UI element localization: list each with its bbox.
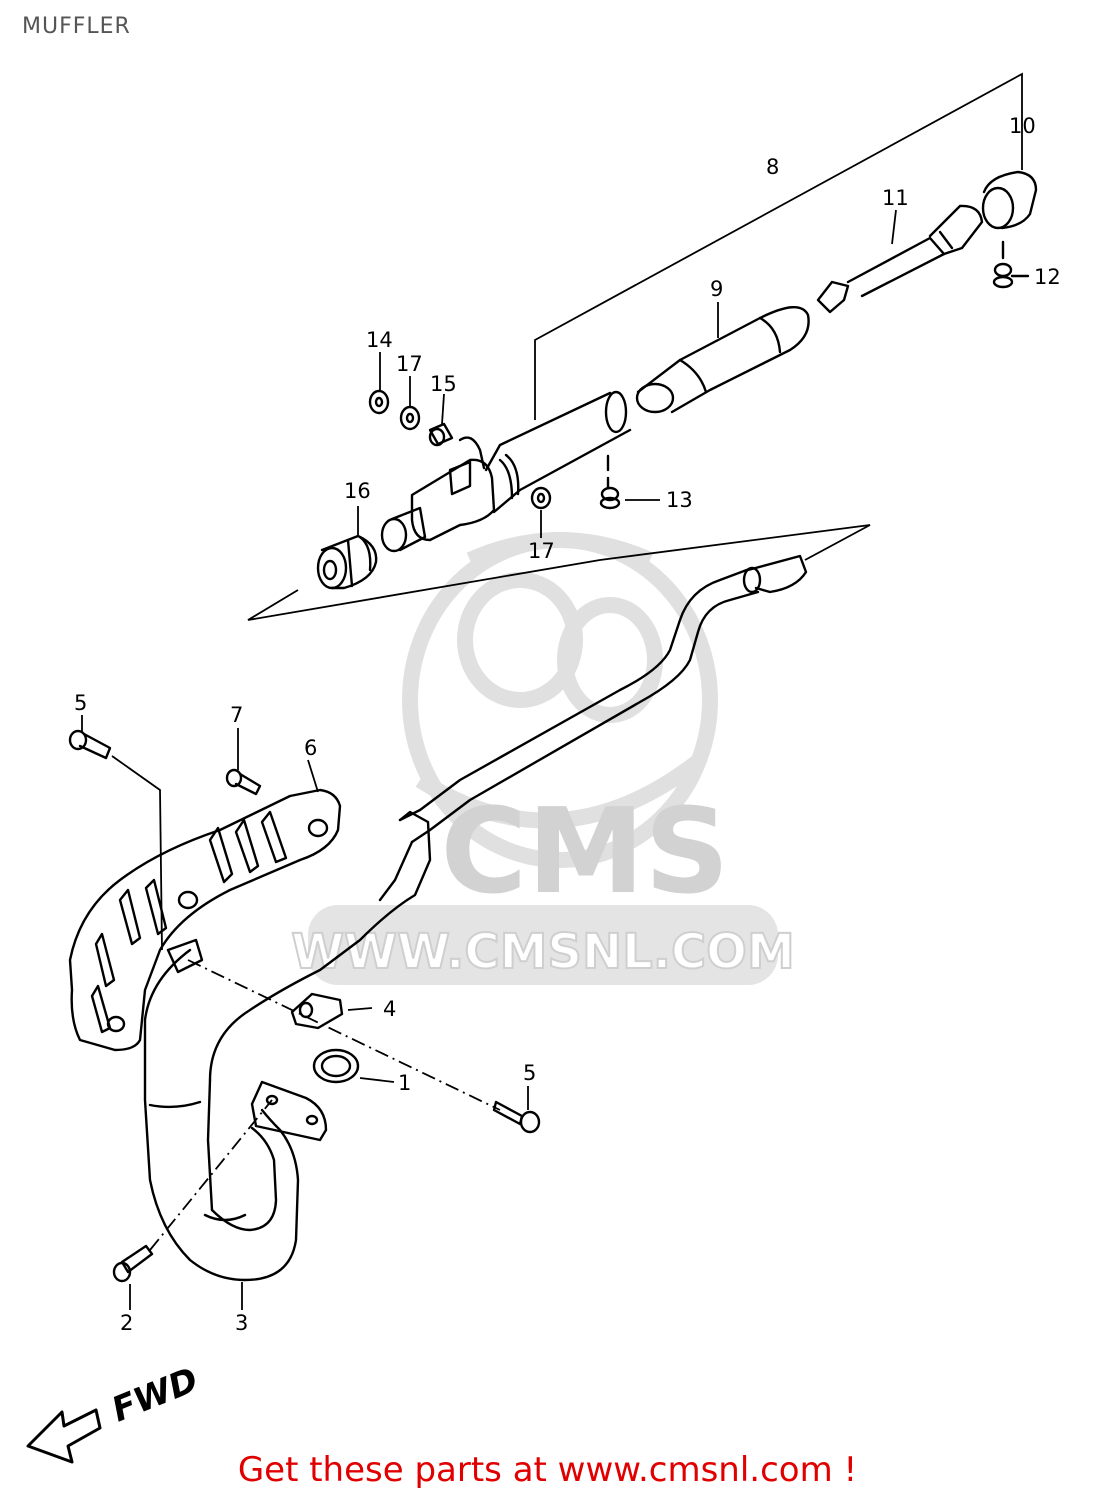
part-16-end-cap[interactable] (316, 534, 378, 590)
callout-10[interactable]: 10 (1009, 114, 1036, 138)
upper-group-outline (247, 524, 871, 621)
part-17-washer-upper[interactable] (399, 405, 421, 431)
callout-5-lower[interactable]: 5 (523, 1061, 536, 1085)
part-1-gasket[interactable] (312, 1048, 360, 1084)
part-9-inner-pipe[interactable] (635, 306, 810, 414)
watermark: CMS WWW.CMSNL.COM (290, 532, 796, 985)
callout-3[interactable]: 3 (235, 1311, 248, 1335)
fwd-direction-indicator: FWD (26, 1360, 204, 1464)
muffler-assembly-bracket (534, 72, 1023, 420)
part-11-tail-pipe[interactable] (816, 204, 984, 314)
part-6-heat-guard[interactable] (68, 788, 342, 1052)
part-5-bolt-lower[interactable] (492, 1100, 541, 1134)
part-17-washer-lower[interactable] (530, 486, 552, 510)
part-15-collar[interactable] (428, 422, 454, 447)
page-title: MUFFLER (22, 14, 131, 39)
part-12-screw[interactable] (992, 240, 1030, 289)
part-7-bolt[interactable] (225, 768, 262, 796)
callout-12[interactable]: 12 (1034, 265, 1061, 289)
callout-4[interactable]: 4 (383, 997, 396, 1021)
callout-2[interactable]: 2 (120, 1311, 133, 1335)
callout-11[interactable]: 11 (882, 186, 909, 210)
part-13-bolt[interactable] (599, 454, 621, 510)
footer-parts-link[interactable]: Get these parts at www.cmsnl.com ! (237, 1450, 858, 1490)
watermark-brand: CMS (440, 782, 729, 920)
callout-8[interactable]: 8 (766, 155, 779, 179)
callout-1[interactable]: 1 (398, 1071, 411, 1095)
callout-15[interactable]: 15 (430, 372, 457, 396)
leader-lines (81, 209, 897, 1310)
part-10-cap[interactable] (981, 170, 1038, 230)
callout-16[interactable]: 16 (344, 479, 371, 503)
callout-14[interactable]: 14 (366, 328, 393, 352)
fwd-arrow-icon (26, 1408, 102, 1464)
callout-17-upper[interactable]: 17 (396, 352, 423, 376)
callout-13[interactable]: 13 (666, 488, 693, 512)
part-2-bolt[interactable] (112, 1244, 154, 1283)
callout-labels: 1 2 3 4 5 5 6 7 8 9 10 11 12 13 14 15 16… (74, 114, 1061, 1335)
part-3-exhaust-pipe[interactable] (143, 554, 808, 1282)
part-8-muffler-body[interactable] (380, 390, 632, 553)
callout-17-lower[interactable]: 17 (528, 539, 555, 563)
watermark-url: WWW.CMSNL.COM (291, 924, 795, 980)
callout-9[interactable]: 9 (710, 277, 723, 301)
watermark-mascot-icon (402, 532, 718, 868)
callout-5-upper[interactable]: 5 (74, 691, 87, 715)
part-5-bolt-upper[interactable] (68, 729, 112, 760)
callout-6[interactable]: 6 (304, 736, 317, 760)
fwd-label: FWD (106, 1360, 203, 1430)
part-14-washer[interactable] (368, 389, 390, 415)
callout-7[interactable]: 7 (230, 703, 243, 727)
